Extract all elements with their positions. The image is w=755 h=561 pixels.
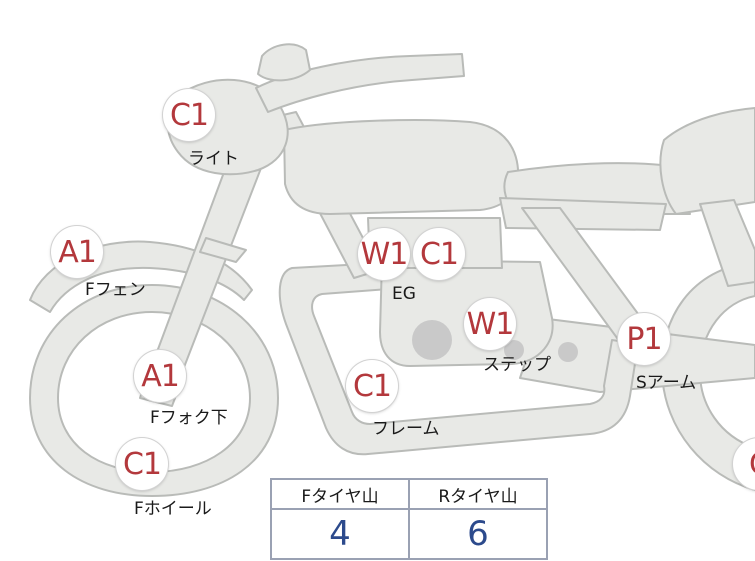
- code-badge-frame: C1: [346, 360, 398, 412]
- header-front-tire: Fタイヤ山: [270, 478, 410, 510]
- code-badge-f-fork-lower: A1: [134, 350, 186, 402]
- frame-tube: [278, 261, 639, 456]
- engine-cover-dot: [412, 320, 452, 360]
- rear-shock: [699, 199, 755, 287]
- label-f-fork-lower: Fフォク下: [150, 408, 228, 428]
- step-dot: [558, 342, 578, 362]
- code-badge-f-fender: A1: [51, 226, 103, 278]
- fuel-tank: [283, 119, 520, 215]
- side-cover: [499, 197, 667, 231]
- label-s-arm: Sアーム: [636, 373, 697, 393]
- label-f-wheel: Fホイール: [134, 499, 212, 519]
- code-badge-step: W1: [464, 298, 516, 350]
- code-badge-eg-weld: W1: [358, 228, 410, 280]
- value-front-tire: 4: [270, 508, 410, 560]
- code-badge-light: C1: [163, 89, 215, 141]
- code-badge-rear-wheel: C: [733, 438, 755, 490]
- tire-tread-table: Fタイヤ山 Rタイヤ山 4 6: [270, 478, 548, 560]
- table-value-row: 4 6: [270, 508, 548, 560]
- value-rear-tire: 6: [408, 508, 548, 560]
- step-dot: [504, 340, 524, 360]
- label-light: ライト: [188, 149, 239, 169]
- tail-cowl: [659, 107, 755, 215]
- header-rear-tire: Rタイヤ山: [408, 478, 548, 510]
- label-f-fender: Fフェン: [85, 280, 146, 300]
- label-frame: フレーム: [372, 419, 440, 439]
- fork-lower: [199, 237, 247, 263]
- code-badge-s-arm: P1: [618, 313, 670, 365]
- table-header-row: Fタイヤ山 Rタイヤ山: [270, 478, 548, 510]
- label-step: ステップ: [483, 355, 551, 375]
- code-badge-eg: C1: [413, 228, 465, 280]
- code-badge-f-wheel: C1: [116, 438, 168, 490]
- label-eg: EG: [392, 284, 416, 304]
- handlebar-clamp: [257, 43, 311, 82]
